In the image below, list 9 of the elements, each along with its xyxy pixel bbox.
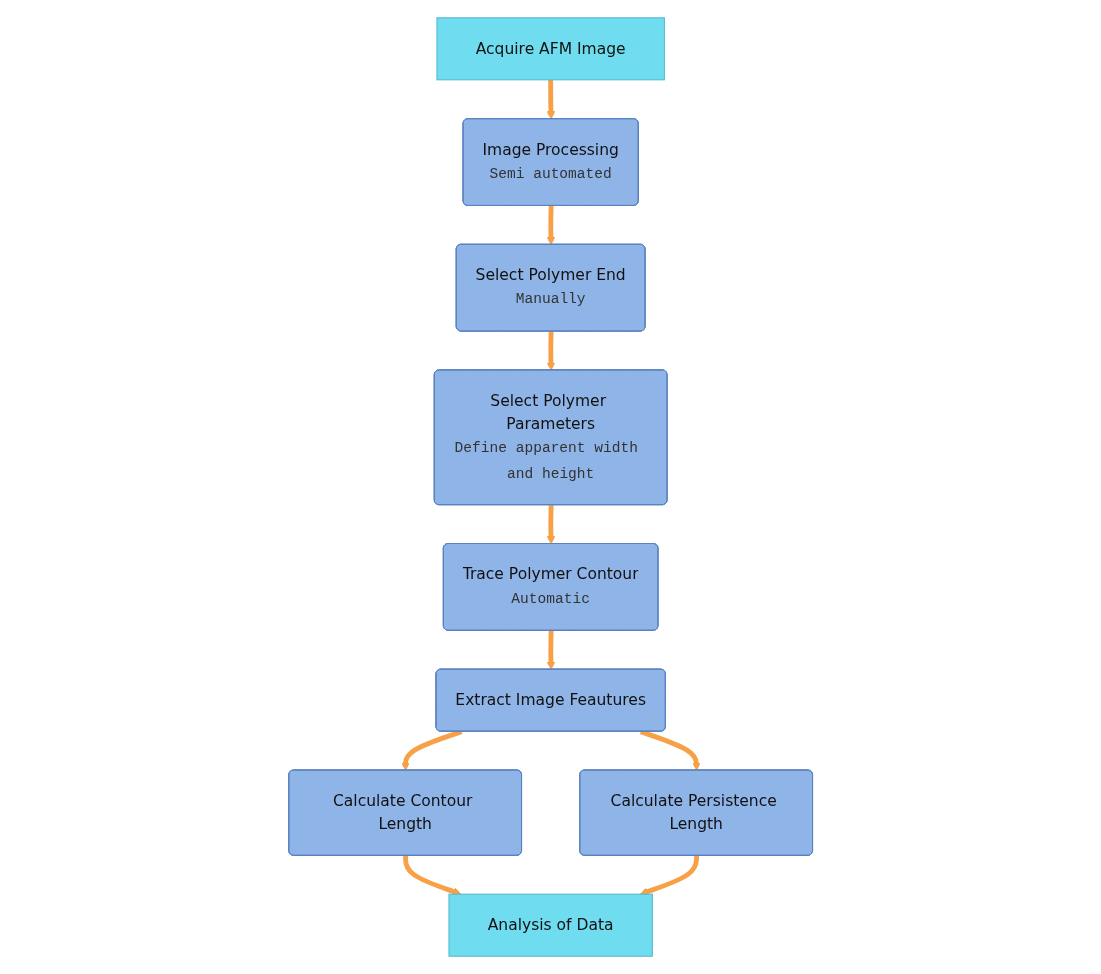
arrow: [546, 331, 556, 371]
arrow: [546, 79, 556, 120]
arrow: [546, 205, 556, 246]
arrow: [403, 855, 462, 896]
arrow: [546, 630, 556, 670]
node-box: Acquire AFM Image: [436, 17, 665, 81]
arrow: [639, 855, 699, 896]
node-box: Analysis of Data: [448, 893, 653, 957]
arrow: [546, 505, 556, 545]
